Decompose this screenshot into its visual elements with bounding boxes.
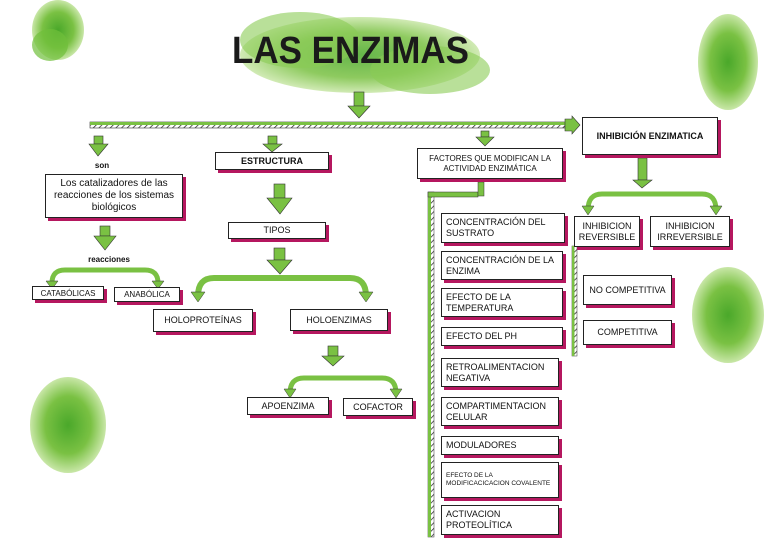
factor-item: EFECTO DE LA MODIFICACICACION COVALENTE: [441, 462, 559, 498]
factor-item: EFECTO DE LA TEMPERATURA: [441, 288, 563, 317]
splash-top-right: [698, 14, 758, 110]
factor-item: CONCENTRACIÓN DEL SUSTRATO: [441, 213, 565, 243]
factor-item: CONCENTRACIÓN DE LA ENZIMA: [441, 251, 563, 280]
node-holoenzimas: HOLOENZIMAS: [290, 309, 388, 331]
factor-item: EFECTO DEL PH: [441, 327, 563, 346]
factor-item: MODULADORES: [441, 436, 559, 455]
splash-mid-right: [692, 267, 764, 363]
node-reversible: INHIBICION REVERSIBLE: [574, 216, 640, 247]
node-tipos: TIPOS: [228, 222, 326, 239]
node-irreversible: INHIBICION IRREVERSIBLE: [650, 216, 730, 247]
node-factores: FACTORES QUE MODIFICAN LA ACTIVIDAD ENZI…: [417, 148, 563, 179]
page-title: LAS ENZIMAS: [232, 30, 469, 72]
node-catabolicas: CATABÓLICAS: [32, 286, 104, 300]
node-holoproteinas: HOLOPROTEÍNAS: [153, 309, 253, 332]
node-catalizadores: Los catalizadores de las reacciones de l…: [45, 174, 183, 218]
node-anabolica: ANABÓLICA: [114, 287, 180, 302]
factor-item: ACTIVACION PROTEOLÍTICA: [441, 505, 559, 535]
splash-bottom-left: [30, 377, 106, 473]
factor-item: COMPARTIMENTACION CELULAR: [441, 397, 559, 426]
node-competitiva: COMPETITIVA: [583, 320, 672, 345]
node-inhibicion: INHIBICIÓN ENZIMATICA: [582, 117, 718, 155]
label-son: son: [94, 161, 110, 170]
node-no-competitiva: NO COMPETITIVA: [583, 275, 672, 305]
node-estructura: ESTRUCTURA: [215, 152, 329, 170]
node-cofactor: COFACTOR: [343, 398, 413, 416]
label-reacciones: reacciones: [88, 255, 130, 264]
node-apoenzima: APOENZIMA: [247, 397, 329, 415]
splash-title: [240, 12, 490, 94]
title-down-arrow: [347, 91, 371, 119]
splash-top-left: [32, 0, 84, 61]
factor-item: RETROALIMENTACION NEGATIVA: [441, 358, 559, 387]
